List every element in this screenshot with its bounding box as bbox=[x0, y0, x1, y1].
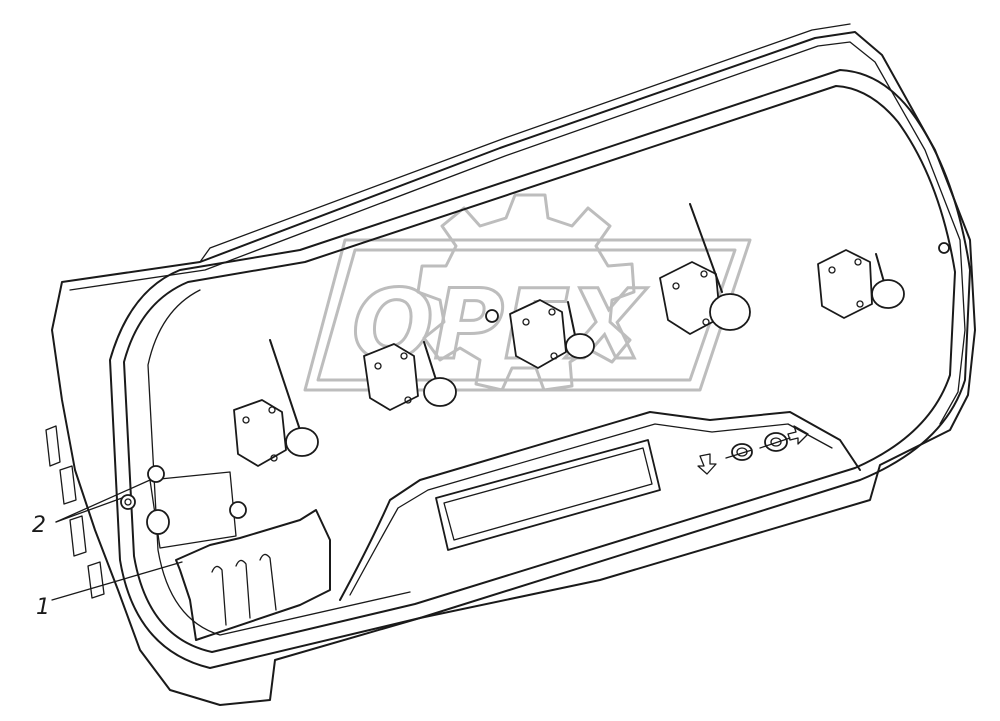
gauge-needle-3 bbox=[567, 301, 577, 341]
leader-lines bbox=[51, 479, 183, 601]
trip-reset-button[interactable] bbox=[725, 443, 753, 461]
shelf-outline bbox=[339, 411, 861, 601]
arrow-down-icon bbox=[697, 453, 717, 475]
connector-bracket bbox=[149, 471, 331, 641]
gauge-mechanism-1 bbox=[233, 339, 319, 467]
arrow-right-icon bbox=[787, 425, 809, 445]
lamp-sockets bbox=[120, 242, 950, 535]
lcd-display-inner bbox=[443, 447, 653, 541]
panel-housing bbox=[51, 23, 976, 706]
gauge-hub-3 bbox=[565, 333, 595, 359]
housing-outer bbox=[51, 31, 976, 706]
watermark-frame bbox=[303, 238, 752, 392]
gauge-needle-4 bbox=[689, 203, 723, 293]
housing-outer-edge bbox=[69, 41, 966, 425]
gauge-mechanism-3 bbox=[485, 299, 595, 369]
watermark-frame-inner bbox=[316, 248, 737, 382]
gauge-mechanism-5 bbox=[817, 249, 905, 319]
display-shelf bbox=[339, 411, 861, 601]
gauge-hub-4 bbox=[709, 293, 751, 331]
display-mode-button[interactable] bbox=[759, 432, 791, 452]
callout-1-label: 1 bbox=[36, 595, 50, 620]
callout-2-label: 2 bbox=[32, 513, 46, 538]
gauge-mechanism-4 bbox=[659, 203, 751, 335]
gauge-needle-5 bbox=[875, 253, 885, 283]
bezel-outer bbox=[109, 69, 971, 669]
bezel-inner bbox=[123, 85, 956, 653]
gauge-hub-5 bbox=[871, 279, 905, 309]
housing-top-ridge bbox=[199, 23, 851, 263]
bezel-window bbox=[147, 289, 411, 636]
gauge-hub-1 bbox=[285, 427, 319, 457]
gauge-mechanism-2 bbox=[363, 341, 457, 411]
gauge-needle-1 bbox=[269, 339, 301, 431]
gauge-hub-2 bbox=[423, 377, 457, 407]
shelf-edge bbox=[349, 423, 833, 596]
watermark-gear-icon bbox=[416, 193, 636, 392]
side-tabs bbox=[45, 425, 105, 599]
bezel bbox=[109, 69, 971, 669]
lcd-display bbox=[435, 439, 661, 551]
